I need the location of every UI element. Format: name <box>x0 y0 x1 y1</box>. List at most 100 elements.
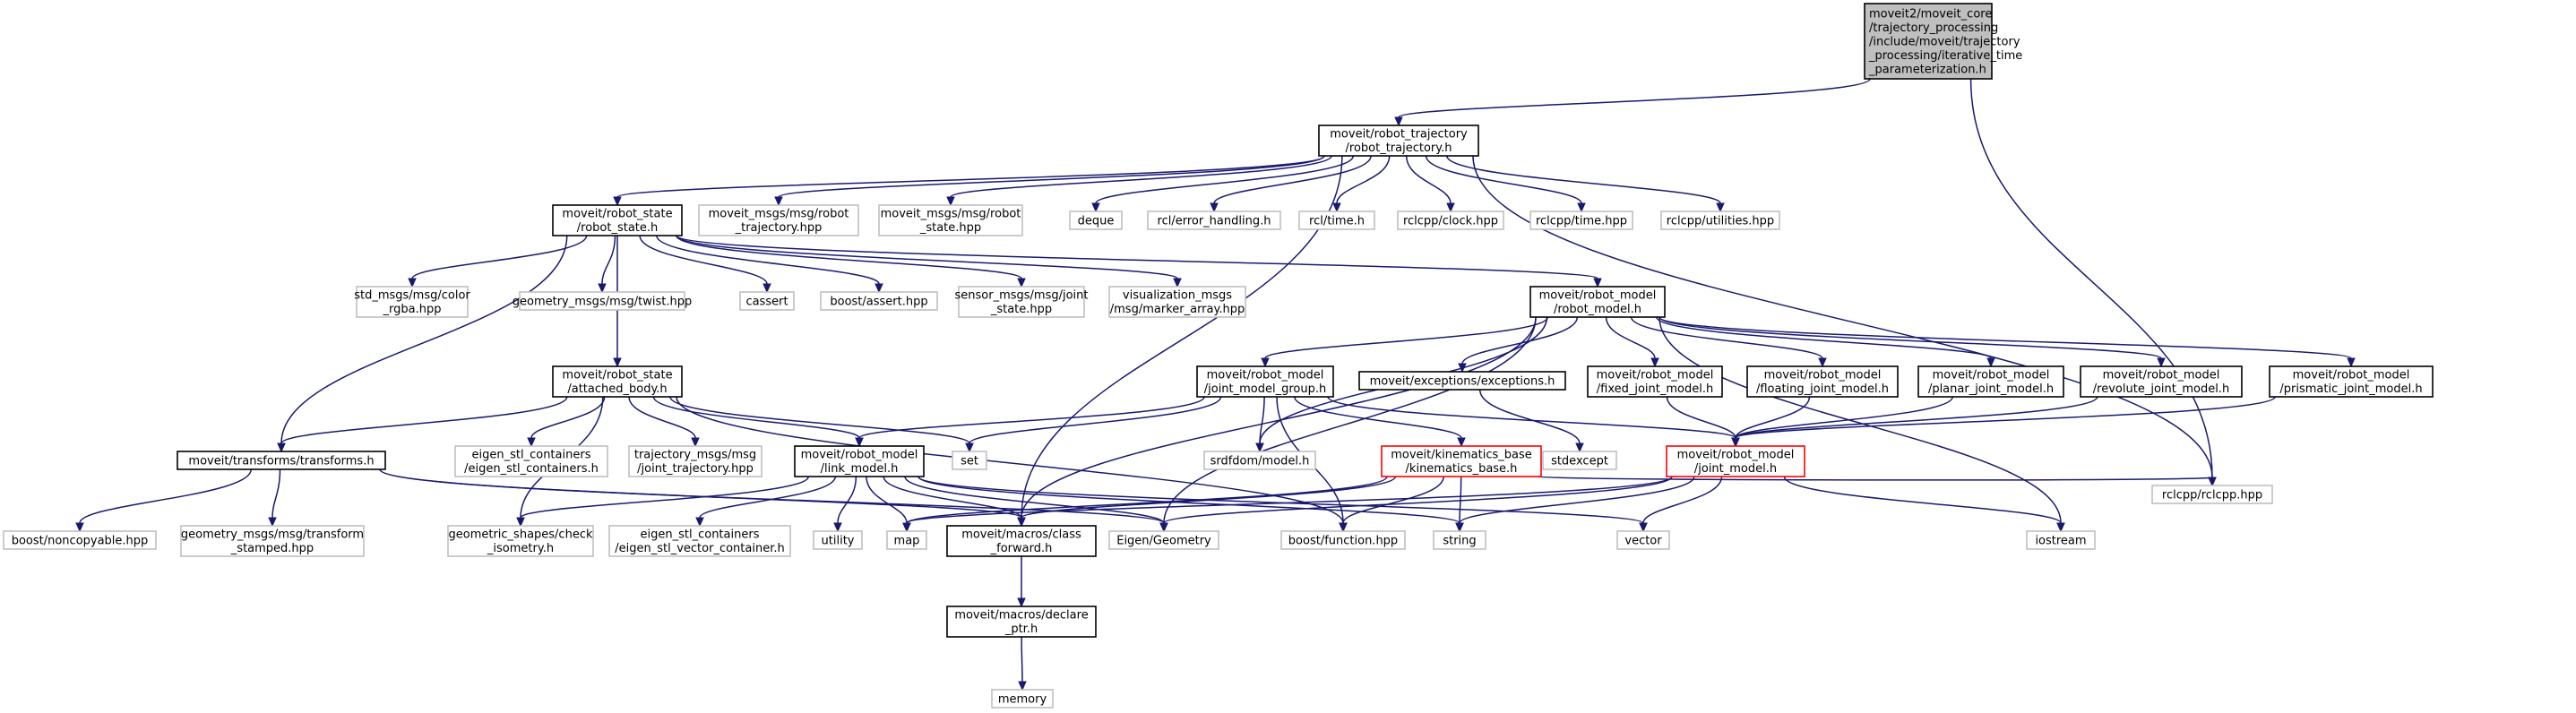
edge-robot_trajectory-to-deque <box>1091 155 1355 213</box>
node-label: /robot_trajectory.h <box>1346 142 1452 155</box>
node-box <box>2269 365 2434 398</box>
edge-joint_model-to-vector <box>1639 476 1723 533</box>
edge-kinematics_base-to-class_forward <box>1017 476 1397 528</box>
node-joint-model-group[interactable]: moveit/robot_model/joint_model_group.h <box>1196 365 1334 398</box>
node-transforms[interactable]: moveit/transforms/transforms.h <box>177 451 386 470</box>
node-label: /joint_model_group.h <box>1204 382 1327 396</box>
node-label: cassert <box>745 295 788 308</box>
node-label: boost/assert.hpp <box>830 295 927 308</box>
node-label: boost/noncopyable.hpp <box>12 534 149 547</box>
node-label: moveit/robot_model <box>1539 289 1657 303</box>
node-label: memory <box>998 692 1047 706</box>
node-msg-robot-state: moveit_msgs/msg/robot_state.hpp <box>878 204 1023 236</box>
node-fixed-joint[interactable]: moveit/robot_model/fixed_joint_model.h <box>1587 365 1723 398</box>
node-label: string <box>1443 534 1476 547</box>
node-label: rclcpp/utilities.hpp <box>1667 214 1774 228</box>
node-label: vector <box>1624 534 1662 547</box>
node-label: /kinematics_base.h <box>1406 462 1518 476</box>
node-geometric-shapes: geometric_shapes/check_isometry.h <box>447 525 594 557</box>
node-label: rcl/time.h <box>1309 214 1365 228</box>
node-cassert: cassert <box>739 291 795 311</box>
node-label: _parameterization.h <box>1868 63 1986 76</box>
edge-declare_ptr-to-memory <box>1018 636 1027 692</box>
edge-robot_trajectory-to-robot_state <box>613 155 1325 207</box>
edge-robot_state-to-marker_array <box>676 235 1182 288</box>
edge-robot_trajectory-to-rcl_time <box>1332 155 1391 213</box>
node-link-model[interactable]: moveit/robot_model/link_model.h <box>794 445 925 477</box>
node-label: moveit/exceptions/exceptions.h <box>1370 374 1555 388</box>
node-label: /eigen_stl_vector_container.h <box>615 542 784 555</box>
node-box <box>958 286 1085 318</box>
node-label: boost/function.hpp <box>1288 534 1398 547</box>
node-kinematics-base[interactable]: moveit/kinematics_base/kinematics_base.h <box>1381 445 1542 477</box>
edge-attached_body-to-eigen_stl_containers <box>527 396 606 448</box>
node-class-forward[interactable]: moveit/macros/class_forward.h <box>946 525 1097 557</box>
node-rclcpp-time: rclcpp/time.hpp <box>1529 210 1633 230</box>
node-box <box>1147 210 1281 230</box>
node-label: geometry_msgs/msg/transform <box>181 528 364 542</box>
node-box <box>1864 3 1993 80</box>
edge-kinematics_base-to-rclcpp <box>1535 476 2217 487</box>
node-joint-model[interactable]: moveit/robot_model/joint_model.h <box>1666 445 1805 477</box>
node-label: geometric_shapes/check <box>448 528 592 542</box>
edge-class_forward-to-declare_ptr <box>1017 556 1026 608</box>
node-attached-body[interactable]: moveit/robot_state/attached_body.h <box>552 365 683 398</box>
edge-robot_trajectory-to-rclcpp_clock <box>1405 155 1455 213</box>
node-robot-state[interactable]: moveit/robot_state/robot_state.h <box>552 204 683 236</box>
node-floating-joint[interactable]: moveit/robot_model/floating_joint_model.… <box>1746 365 1899 398</box>
node-box <box>794 445 925 477</box>
node-label: _rgba.hpp <box>383 303 442 316</box>
node-label: moveit/macros/class <box>961 528 1081 542</box>
node-box <box>952 451 987 470</box>
edge-robot_trajectory-to-rclcpp_utilities <box>1446 155 1725 213</box>
node-label: /floating_joint_model.h <box>1756 382 1889 396</box>
edge-robot_state-to-twist <box>598 235 616 294</box>
edge-root-to-rclcpp <box>1969 78 2217 487</box>
node-label: moveit_msgs/msg/robot <box>709 208 849 221</box>
edge-attached_body-to-set <box>669 396 974 453</box>
node-label: _processing/iterative_time <box>1868 49 2022 63</box>
edge-robot_state-to-color_rgba <box>408 235 588 288</box>
node-label: moveit/robot_model <box>1764 369 1882 382</box>
edge-robot_trajectory-to-rclcpp_time <box>1425 155 1586 213</box>
edge-robot_model-to-prismatic_joint <box>1658 316 2356 368</box>
node-label: eigen_stl_containers <box>641 528 760 542</box>
node-label: /fixed_joint_model.h <box>1597 382 1713 396</box>
node-prismatic-joint[interactable]: moveit/robot_model/prismatic_joint_model… <box>2269 365 2434 398</box>
node-box <box>519 291 685 311</box>
node-label: rclcpp/rclcpp.hpp <box>2162 488 2262 502</box>
node-box <box>177 451 386 470</box>
edge-robot_state-to-joint_state <box>676 235 1026 288</box>
node-rclcpp-clock: rclcpp/clock.hpp <box>1397 210 1504 230</box>
node-planar-joint[interactable]: moveit/robot_model/planar_joint_model.h <box>1917 365 2064 398</box>
node-box <box>356 286 469 318</box>
node-set: set <box>952 451 987 470</box>
node-box <box>1917 365 2064 398</box>
node-box <box>1280 530 1406 550</box>
node-label: moveit/robot_model <box>1207 369 1324 382</box>
node-box <box>1196 365 1334 398</box>
node-robot-trajectory[interactable]: moveit/robot_trajectory/robot_trajectory… <box>1318 125 1479 157</box>
node-exceptions[interactable]: moveit/exceptions/exceptions.h <box>1358 371 1566 391</box>
node-joint-trajectory: trajectory_msgs/msg/joint_trajectory.hpp <box>628 445 762 477</box>
node-revolute-joint[interactable]: moveit/robot_model/revolute_joint_model.… <box>2080 365 2243 398</box>
node-label: moveit2/moveit_core <box>1869 7 1992 21</box>
node-stdexcept: stdexcept <box>1542 451 1617 470</box>
node-rclcpp: rclcpp/rclcpp.hpp <box>2151 485 2273 504</box>
node-label: /include/moveit/trajectory <box>1869 35 2020 48</box>
node-box <box>1587 365 1723 398</box>
node-marker-array: visualization_msgs/msg/marker_array.hpp <box>1108 286 1246 318</box>
node-rcl-time: rcl/time.h <box>1298 210 1375 230</box>
node-robot-model[interactable]: moveit/robot_model/robot_model.h <box>1529 286 1666 318</box>
node-label: sensor_msgs/msg/joint <box>954 289 1088 303</box>
edge-robot_state-to-boost_assert <box>656 235 883 294</box>
edge-robot_trajectory-to-msg_robot_trajectory <box>774 155 1325 207</box>
node-label: geometry_msgs/msg/twist.hpp <box>513 295 693 308</box>
node-root[interactable]: moveit2/moveit_core/trajectory_processin… <box>1864 3 2022 80</box>
edge-joint_model_group-to-link_model <box>855 396 1205 448</box>
edge-attached_body-to-link_model <box>652 396 864 448</box>
node-box <box>1318 125 1479 157</box>
node-declare-ptr[interactable]: moveit/macros/declare_ptr.h <box>946 606 1097 638</box>
edge-attached_body-to-transforms <box>277 396 568 453</box>
edge-robot_model-to-fixed_joint <box>1605 316 1659 368</box>
